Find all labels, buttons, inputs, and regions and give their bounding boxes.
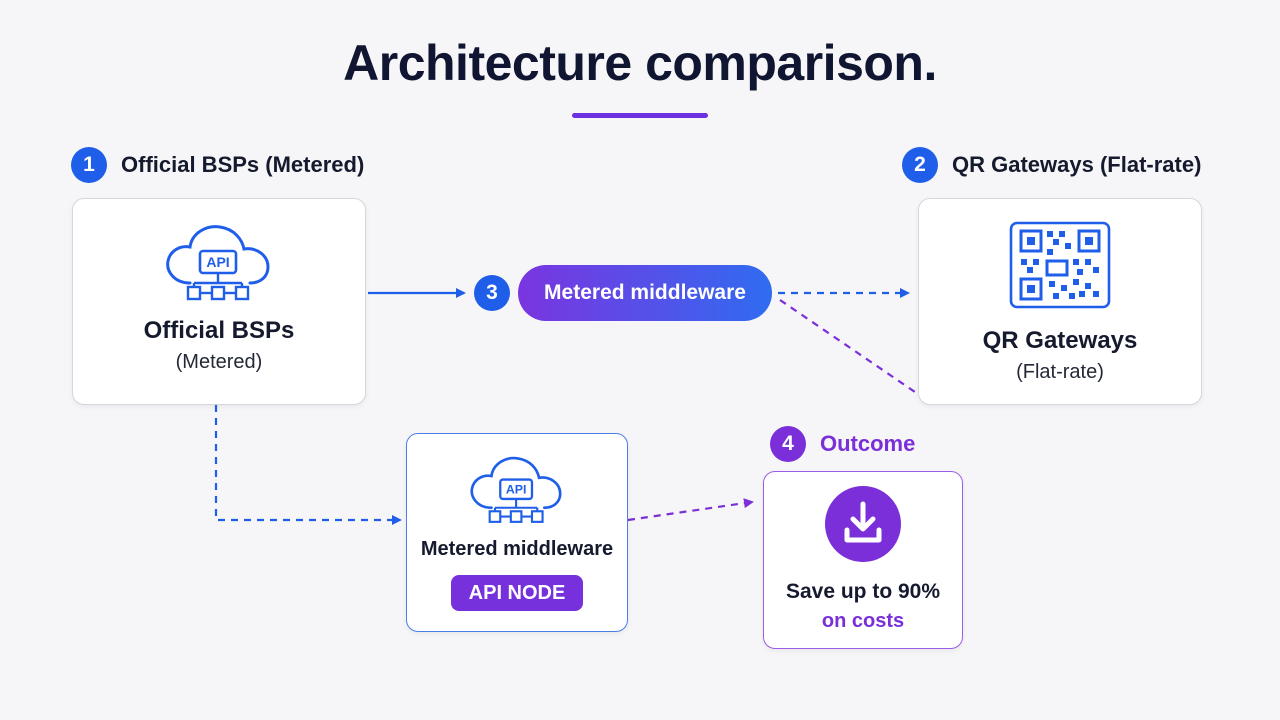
section-outcome-label: 4 Outcome	[770, 426, 915, 462]
section-official-text: Official BSPs (Metered)	[121, 152, 365, 177]
outcome-card: Save up to 90% on costs	[763, 471, 963, 649]
cloud-api-icon: API	[470, 456, 562, 523]
qr-gateways-title: QR Gateways	[982, 327, 1138, 354]
arrow-official-to-node	[214, 405, 402, 525]
badge-3: 3	[474, 275, 510, 311]
official-bsps-subtitle: (Metered)	[175, 351, 263, 373]
qr-gateways-subtitle: (Flat-rate)	[1016, 361, 1104, 383]
badge-4: 4	[770, 426, 806, 462]
cloud-api-icon: API	[166, 225, 270, 301]
download-icon	[825, 486, 901, 562]
metered-middleware-pill: Metered middleware	[518, 265, 772, 321]
arrow-node-to-outcome	[627, 498, 754, 522]
official-bsps-title: Official BSPs	[143, 317, 295, 344]
api-node-tag: API NODE	[450, 575, 584, 611]
section-official-label: 1 Official BSPs (Metered)	[71, 147, 364, 183]
page-title: Architecture comparison.	[343, 35, 937, 91]
outcome-savings-text: Save up to 90%	[785, 580, 941, 603]
badge-1: 1	[71, 147, 107, 183]
section-qr-label: 2 QR Gateways (Flat-rate)	[902, 147, 1201, 183]
dashed-middleware-to-qr-diagonal	[779, 299, 916, 393]
section-qr-text: QR Gateways (Flat-rate)	[952, 152, 1202, 177]
cloud-api-icon-text: API	[206, 254, 229, 270]
qr-code-icon	[1009, 221, 1111, 309]
title-underline	[572, 113, 708, 118]
official-bsps-card: API Official BSPs (Metered)	[72, 198, 366, 405]
section-outcome-text: Outcome	[820, 431, 916, 456]
outcome-costs-text: on costs	[821, 610, 905, 632]
node-cloud-icon-text: API	[506, 483, 527, 497]
badge-2: 2	[902, 147, 938, 183]
metered-middleware-node-card: API Metered middleware API NODE	[406, 433, 628, 632]
qr-gateways-card: QR Gateways (Flat-rate)	[918, 198, 1202, 405]
node-card-title: Metered middleware	[420, 538, 614, 560]
